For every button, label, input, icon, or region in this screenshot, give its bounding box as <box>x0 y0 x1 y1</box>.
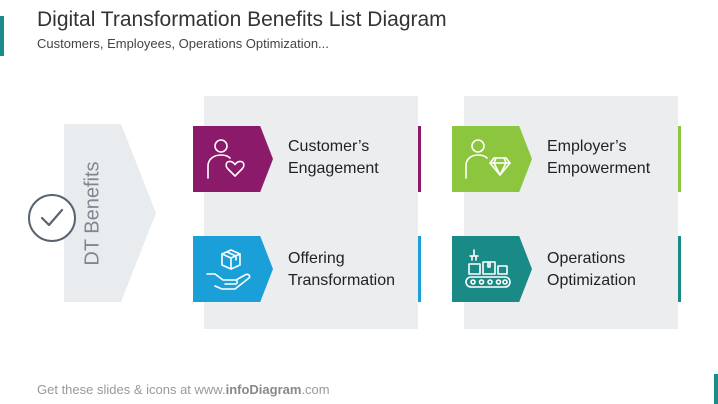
footer-brand: infoDiagram <box>225 382 302 397</box>
employer-empowerment-label: Employer’s Empowerment <box>547 136 650 180</box>
customer-engagement-line1: Customer’s <box>288 138 370 155</box>
offering-transformation-label: Offering Transformation <box>288 248 395 292</box>
page-subtitle: Customers, Employees, Operations Optimiz… <box>37 36 329 51</box>
conveyor-belt-icon <box>465 249 511 288</box>
offering-transformation-tile <box>193 236 273 302</box>
footer-prefix: Get these slides & icons at www. <box>37 382 226 397</box>
offering-transformation-line2: Transformation <box>288 272 395 289</box>
customer-engagement-tile <box>193 126 273 192</box>
page-title: Digital Transformation Benefits List Dia… <box>37 8 447 31</box>
accent-bar-bottom <box>714 374 718 404</box>
operations-optimization-label: Operations Optimization <box>547 248 636 292</box>
footer-suffix: .com <box>301 382 330 397</box>
operations-optimization-bar <box>678 236 681 302</box>
employer-empowerment-line2: Empowerment <box>547 160 651 177</box>
operations-optimization-tile <box>452 236 532 302</box>
operations-optimization-line2: Optimization <box>547 272 636 289</box>
employer-empowerment-bar <box>678 126 681 192</box>
footer-credit: Get these slides & icons at www.infoDiag… <box>37 382 330 397</box>
customer-engagement-line2: Engagement <box>288 160 379 177</box>
employer-empowerment-tile <box>452 126 532 192</box>
operations-optimization-line1: Operations <box>547 250 626 267</box>
person-diamond-icon <box>465 139 511 179</box>
hand-box-icon <box>206 249 251 290</box>
check-circle-icon <box>28 194 76 242</box>
employer-empowerment-line1: Employer’s <box>547 138 627 155</box>
customer-engagement-bar <box>418 126 421 192</box>
offering-transformation-bar <box>418 236 421 302</box>
offering-transformation-line1: Offering <box>288 250 345 267</box>
dt-benefits-label: DT Benefits <box>81 160 104 266</box>
customer-engagement-label: Customer’s Engagement <box>288 136 379 180</box>
accent-bar-top <box>0 16 4 56</box>
person-heart-icon <box>207 139 245 179</box>
